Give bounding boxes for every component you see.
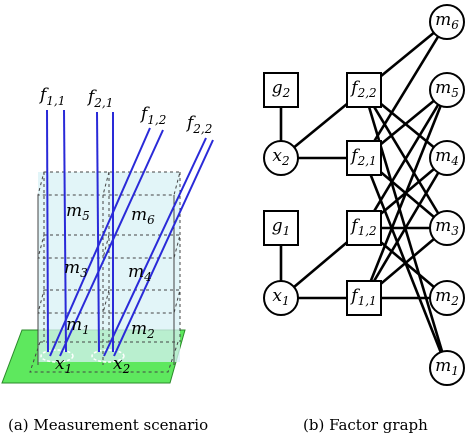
node-g1-label: g1 bbox=[272, 216, 291, 238]
node-m2-shape bbox=[429, 280, 465, 316]
edge-f12-m5 bbox=[362, 89, 449, 229]
node-f22-shape bbox=[346, 72, 382, 108]
node-g2-shape bbox=[263, 72, 299, 108]
label-f12: f1,2 bbox=[139, 104, 166, 127]
node-m6: m6 bbox=[429, 4, 465, 40]
label-m6: m6 bbox=[131, 205, 155, 227]
node-m3-label: m3 bbox=[435, 216, 459, 238]
node-m1-shape bbox=[429, 350, 465, 386]
measurement-scenario: f1,1 f2,1 f1,2 f2,2 m5 m6 m3 m4 m1 m2 x1… bbox=[1, 85, 214, 384]
node-x1: x1 bbox=[263, 280, 299, 316]
label-f21: f2,1 bbox=[86, 87, 113, 110]
ray-f12-b bbox=[59, 129, 164, 357]
pose-footprint-2 bbox=[91, 349, 125, 363]
node-m2: m2 bbox=[429, 280, 465, 316]
node-m4-label: m4 bbox=[435, 146, 459, 168]
node-m1-label: m1 bbox=[435, 356, 459, 378]
node-m4-shape bbox=[429, 140, 465, 176]
node-g1-shape bbox=[263, 210, 299, 246]
node-f21-label: f2,1 bbox=[349, 146, 376, 168]
caption-a: (a) Measurement scenario bbox=[8, 416, 208, 434]
node-f12: f1,2 bbox=[346, 210, 382, 246]
pose-footprint-1 bbox=[40, 349, 74, 363]
ray-f11-a bbox=[46, 109, 49, 353]
node-m1: m1 bbox=[429, 350, 465, 386]
node-m6-shape bbox=[429, 4, 465, 40]
node-f21: f2,1 bbox=[346, 140, 382, 176]
node-m3: m3 bbox=[429, 210, 465, 246]
edge-f11-m5 bbox=[362, 89, 449, 299]
node-m2-label: m2 bbox=[435, 286, 459, 308]
map-volume bbox=[38, 172, 180, 362]
node-f12-label: f1,2 bbox=[349, 216, 376, 238]
node-x2: x2 bbox=[263, 140, 299, 176]
label-m4: m4 bbox=[128, 262, 152, 284]
label-m3: m3 bbox=[64, 258, 88, 280]
node-m5-label: m5 bbox=[435, 78, 459, 100]
node-m3-shape bbox=[429, 210, 465, 246]
label-x2: x2 bbox=[113, 354, 130, 376]
node-m5: m5 bbox=[429, 72, 465, 108]
node-f22-label: f2,2 bbox=[349, 78, 376, 100]
measurement-rays bbox=[46, 109, 214, 357]
node-g2-label: g2 bbox=[272, 78, 291, 100]
edge-f11-m4 bbox=[362, 157, 449, 299]
label-m1: m1 bbox=[66, 315, 90, 337]
node-f11: f1,1 bbox=[346, 280, 382, 316]
node-m5-shape bbox=[429, 72, 465, 108]
factor-graph: g2 g1 x2 x1 f2,2 f2,1 f1,2 f1,1 m6 m5 m4 m3 m2 m1 bbox=[263, 4, 465, 386]
node-m6-label: m6 bbox=[435, 10, 459, 32]
label-m2: m2 bbox=[131, 319, 155, 341]
label-x1: x1 bbox=[55, 354, 72, 376]
node-f11-label: f1,1 bbox=[349, 286, 376, 308]
edge-f21-m6 bbox=[362, 21, 449, 159]
factor-graph-nodes: g2 g1 x2 x1 f2,2 f2,1 f1,2 f1,1 m6 m5 m4 m3 m2 m1 bbox=[263, 4, 465, 386]
label-m5: m5 bbox=[66, 201, 90, 223]
ray-f22-a bbox=[103, 137, 207, 357]
node-x2-shape bbox=[263, 140, 299, 176]
node-f21-shape bbox=[346, 140, 382, 176]
node-f22: f2,2 bbox=[346, 72, 382, 108]
node-f11-shape bbox=[346, 280, 382, 316]
node-g1: g1 bbox=[263, 210, 299, 246]
node-m4: m4 bbox=[429, 140, 465, 176]
ray-f12-a bbox=[49, 127, 151, 357]
node-f12-shape bbox=[346, 210, 382, 246]
node-x2-label: x2 bbox=[272, 146, 289, 168]
node-x1-label: x1 bbox=[272, 286, 289, 308]
label-f11: f1,1 bbox=[38, 85, 65, 108]
node-g2: g2 bbox=[263, 72, 299, 108]
node-x1-shape bbox=[263, 280, 299, 316]
ray-f22-b bbox=[113, 139, 214, 357]
label-f22: f2,2 bbox=[185, 113, 212, 136]
ray-f21-a bbox=[96, 111, 100, 353]
ray-f11-b bbox=[63, 109, 67, 353]
caption-b: (b) Factor graph bbox=[303, 416, 428, 434]
